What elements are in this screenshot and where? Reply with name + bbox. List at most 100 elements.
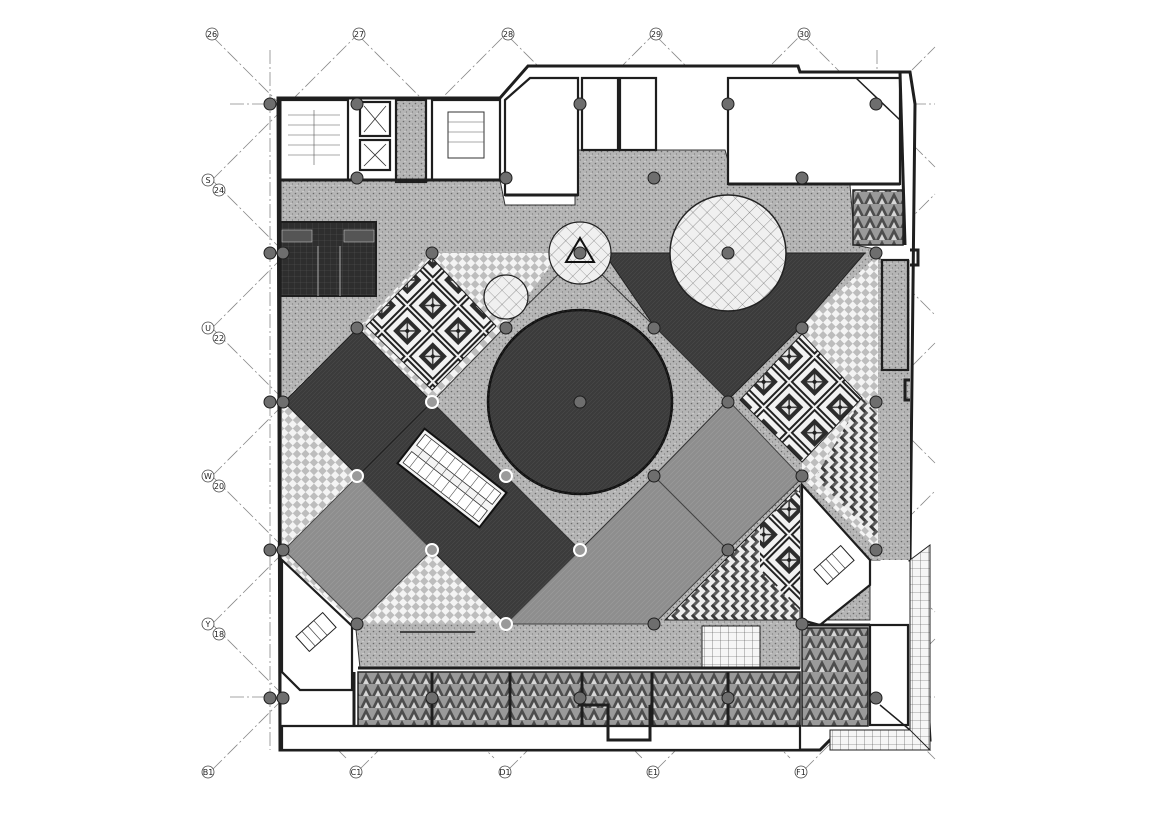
column-25 (869, 395, 883, 409)
column-13 (573, 246, 587, 260)
grid-label-left-4: Y (201, 617, 215, 631)
grid-label-left-num-3: 20 (212, 479, 226, 493)
bottom-facade (280, 724, 802, 752)
grid-label-left-2: U (201, 321, 215, 335)
stair-bottom-right (800, 482, 872, 627)
svg-text:W: W (204, 472, 212, 481)
column-39 (795, 617, 809, 631)
svg-text:22: 22 (214, 334, 224, 343)
grid-label-left-1: S (201, 173, 215, 187)
svg-text:28: 28 (503, 30, 513, 39)
column-12 (425, 246, 439, 260)
grid-label-top-2: 27 (352, 27, 366, 41)
grid-label-bottom-5: F1 (794, 765, 808, 779)
stair-bottom-left (280, 557, 354, 692)
svg-text:20: 20 (214, 482, 224, 491)
column-33 (573, 543, 587, 557)
geometric-tile-right (739, 333, 863, 463)
column-9 (795, 171, 809, 185)
column-21 (276, 395, 290, 409)
column-16 (350, 321, 364, 335)
svg-text:27: 27 (354, 30, 364, 39)
column-22 (425, 395, 439, 409)
column-4 (721, 97, 735, 111)
grid-label-bottom-1: B1 (201, 765, 215, 779)
column-26 (350, 469, 364, 483)
service-shaft (394, 98, 428, 184)
svg-text:30: 30 (799, 30, 809, 39)
column-19 (795, 321, 809, 335)
column-43 (573, 691, 587, 705)
column-8 (647, 171, 661, 185)
column-7 (499, 171, 513, 185)
room-bottom-right (868, 623, 910, 727)
room-top-b (580, 76, 620, 152)
svg-text:24: 24 (214, 186, 224, 195)
column-31 (276, 543, 290, 557)
column-32 (425, 543, 439, 557)
room-top-a (503, 76, 580, 197)
grid-label-bottom-4: E1 (646, 765, 660, 779)
svg-text:B1: B1 (203, 768, 214, 777)
small-grid-circle-left (483, 274, 529, 320)
grid-label-top-4: 29 (649, 27, 663, 41)
column-15 (869, 246, 883, 260)
column-1 (263, 97, 277, 111)
column-3 (573, 97, 587, 111)
grid-label-left-num-2: 22 (212, 331, 226, 345)
column-10 (263, 246, 277, 260)
grid-label-left-3: W (201, 469, 215, 483)
svg-text:18: 18 (214, 630, 224, 639)
svg-text:29: 29 (651, 30, 661, 39)
column-24 (721, 395, 735, 409)
svg-text:U: U (205, 324, 211, 333)
column-23 (573, 395, 587, 409)
column-45 (869, 691, 883, 705)
columns (263, 97, 883, 705)
stair-top-center (430, 98, 502, 182)
column-34 (721, 543, 735, 557)
column-30 (263, 543, 277, 557)
triangle-marker (564, 236, 596, 263)
column-18 (647, 321, 661, 335)
grid-label-top-3: 28 (501, 27, 515, 41)
column-5 (869, 97, 883, 111)
grid-label-bottom-3: D1 (498, 765, 512, 779)
column-20 (263, 395, 277, 409)
column-14 (721, 246, 735, 260)
room-top-d (726, 76, 902, 186)
column-38 (647, 617, 661, 631)
column-36 (350, 617, 364, 631)
geometric-tile-bottom (760, 490, 800, 610)
facade-grid-strip (909, 544, 931, 751)
square-grid-tile (701, 625, 761, 669)
grid-labels: 26 27 28 29 30 S U W Y 24 22 20 18 B1 C1… (201, 27, 811, 779)
column-6 (350, 171, 364, 185)
column-41 (276, 691, 290, 705)
facade-grid-corner (829, 729, 932, 751)
column-11 (276, 246, 290, 260)
geometric-tile-top (365, 257, 497, 391)
svg-text:S: S (205, 176, 210, 185)
room-top-c (618, 76, 658, 152)
grid-label-left-num-1: 24 (212, 183, 226, 197)
svg-text:F1: F1 (796, 768, 806, 777)
column-27 (499, 469, 513, 483)
room-right-small (880, 258, 910, 372)
grid-label-left-num-4: 18 (212, 627, 226, 641)
grid-label-bottom-2: C1 (349, 765, 363, 779)
svg-text:E1: E1 (648, 768, 658, 777)
column-40 (263, 691, 277, 705)
column-44 (721, 691, 735, 705)
dark-band-top-right (603, 252, 867, 401)
column-28 (647, 469, 661, 483)
grid-label-top-1: 26 (205, 27, 219, 41)
column-2 (350, 97, 364, 111)
svg-text:26: 26 (207, 30, 217, 39)
grid-label-top-5: 30 (797, 27, 811, 41)
escalator (396, 427, 508, 529)
column-42 (425, 691, 439, 705)
svg-text:D1: D1 (499, 768, 510, 777)
svg-text:Y: Y (205, 620, 211, 629)
weave-tile-right (815, 398, 878, 540)
